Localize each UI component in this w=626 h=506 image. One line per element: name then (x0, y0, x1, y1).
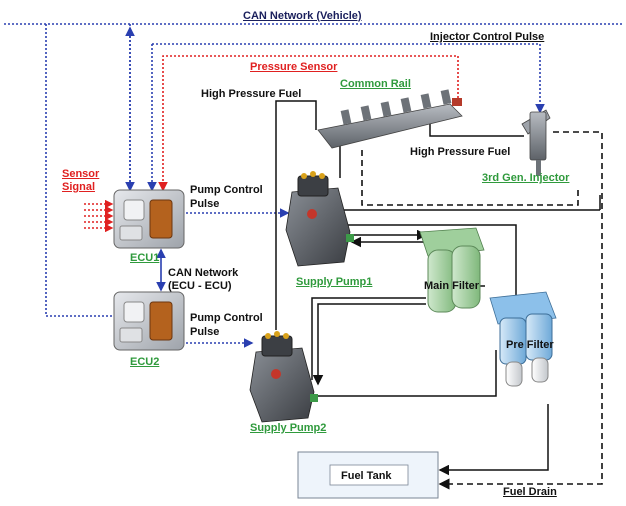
label-ecu-ecu: (ECU - ECU) (168, 280, 232, 292)
label-high-pressure-fuel-top: High Pressure Fuel (201, 88, 302, 100)
label-supply-pump2: Supply Pump2 (250, 422, 327, 434)
pre-filter-icon (489, 291, 557, 387)
can-network-vehicle-line (4, 23, 622, 317)
injector-icon (521, 109, 551, 176)
label-fuel-drain: Fuel Drain (503, 486, 557, 498)
pump-control-pulse-lines (156, 208, 290, 348)
label-fuel-tank: Fuel Tank (341, 470, 392, 482)
label-pump-control-2: Pump Control (190, 312, 263, 324)
label-main-filter: Main Filter (424, 280, 480, 292)
label-ecu1: ECU1 (130, 252, 160, 264)
label-can-network-ecu: CAN Network (168, 267, 239, 279)
supply-pump2-icon (249, 331, 318, 423)
fuel-drain-lines (361, 131, 603, 490)
ecu1-icon (113, 189, 185, 249)
fuel-tank-icon (297, 451, 439, 499)
supply-pump1-icon (285, 171, 354, 267)
label-pump-control-1: Pump Control (190, 184, 263, 196)
main-filter-icon (419, 227, 485, 313)
sensor-signal-arrows (84, 199, 114, 233)
label-signal: Signal (62, 181, 96, 193)
ecu2-icon (113, 291, 185, 351)
pressure-sensor-line (158, 55, 459, 192)
label-supply-pump1: Supply Pump1 (296, 276, 373, 288)
label-injector-control-pulse: Injector Control Pulse (430, 31, 545, 43)
label-ecu2: ECU2 (130, 356, 160, 368)
label-pulse-1: Pulse (190, 198, 220, 210)
label-pulse-2: Pulse (190, 326, 220, 338)
label-common-rail: Common Rail (340, 78, 411, 90)
label-injector: 3rd Gen. Injector (482, 172, 570, 184)
label-high-pressure-fuel-right: High Pressure Fuel (410, 146, 511, 158)
label-pre-filter: Pre Filter (506, 339, 554, 351)
label-can-network-vehicle: CAN Network (Vehicle) (243, 10, 362, 22)
label-pressure-sensor: Pressure Sensor (250, 61, 338, 73)
label-sensor: Sensor (62, 168, 100, 180)
common-rail-icon (317, 89, 463, 149)
